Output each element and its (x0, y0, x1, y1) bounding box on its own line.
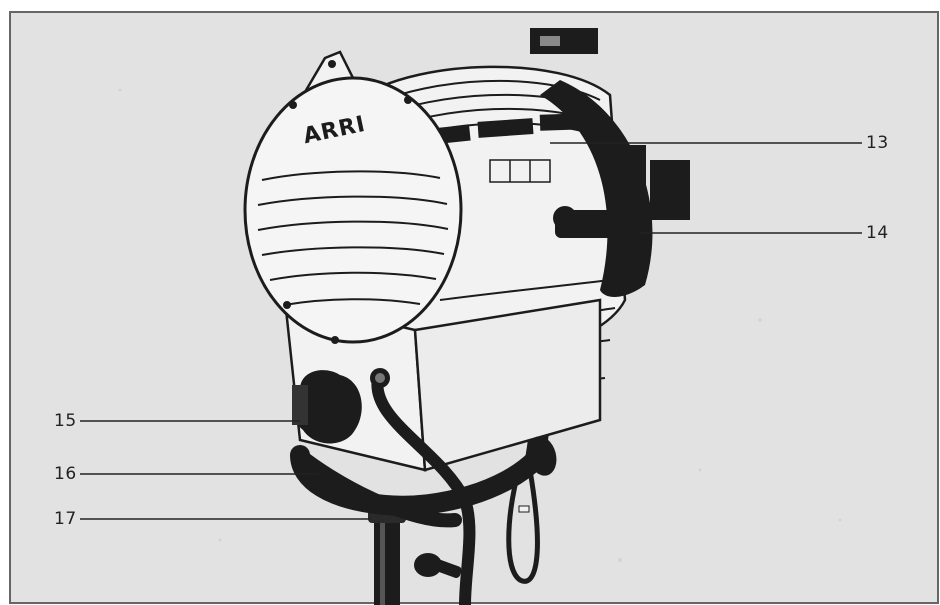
yoke-lock (506, 436, 557, 584)
callout-17-label: 17 (54, 509, 77, 529)
front-ring (530, 28, 690, 297)
leader-lines (80, 142, 862, 520)
callout-15-label: 15 (54, 411, 77, 431)
stand (368, 505, 462, 605)
callout-14-label: 14 (866, 223, 889, 243)
adjustment-knob (292, 370, 362, 444)
cable (371, 372, 476, 605)
paper-texture (118, 88, 842, 562)
callout-13-label: 13 (866, 133, 889, 153)
callout-16-label: 16 (54, 464, 77, 484)
rear-cover (243, 50, 463, 344)
